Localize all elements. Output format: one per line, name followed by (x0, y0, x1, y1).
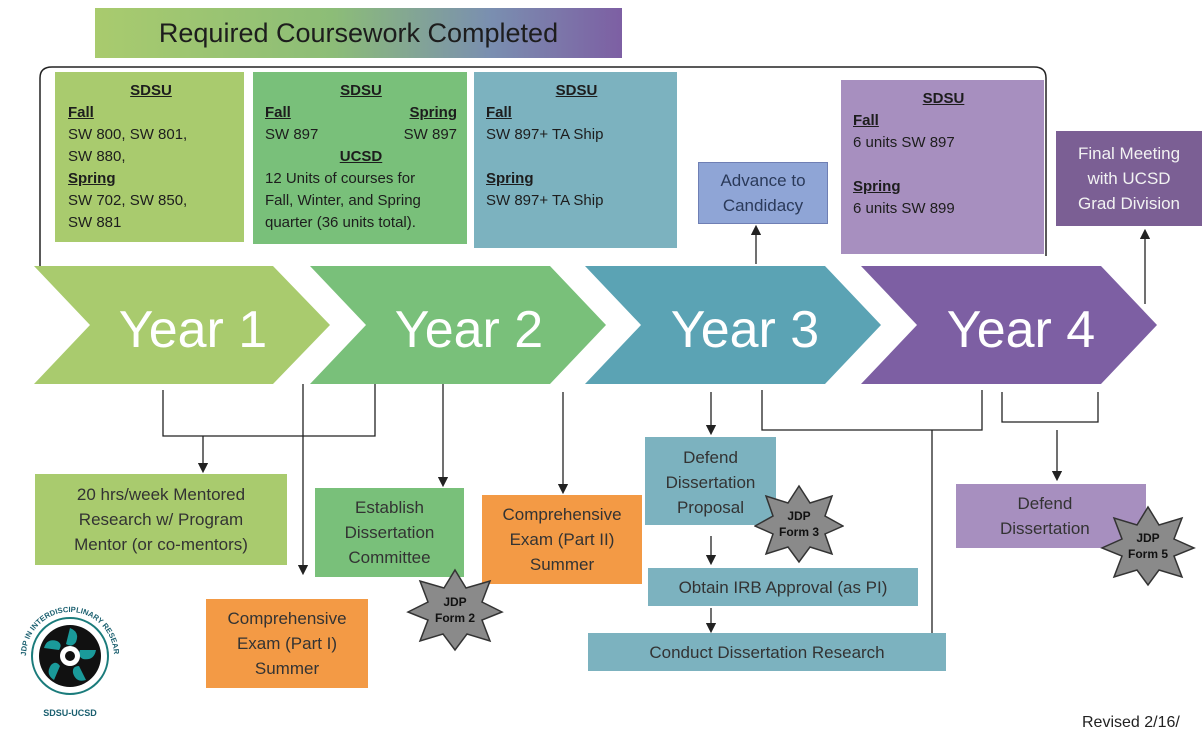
year2-ucsd-line: Fall, Winter, and Spring (265, 192, 421, 209)
year4-label: Year 4 (947, 301, 1095, 359)
box-line: Dissertation (665, 473, 756, 492)
year2-chevron (310, 266, 606, 384)
year2-fall-course: SW 897 (265, 126, 319, 143)
box-line: Comprehensive (227, 609, 347, 628)
box-line: Summer (529, 555, 595, 574)
year1-chevron (34, 266, 330, 384)
year3-heading: SDSU (555, 82, 598, 99)
year1-coursework-panel: SDSU Fall SW 800, SW 801, SW 880, Spring… (55, 72, 244, 242)
box-line: Defend (1017, 494, 1073, 513)
title-banner: Required Coursework Completed (95, 8, 622, 58)
jdp-form5-badge: JDP Form 5 (1100, 505, 1196, 587)
conduct-research-box: Conduct Dissertation Research (588, 633, 946, 671)
year2-label: Year 2 (395, 301, 543, 359)
badge-line2: Form 2 (435, 611, 475, 625)
year4-coursework-panel: SDSU Fall 6 units SW 897 Spring 6 units … (841, 80, 1044, 254)
year2-coursework-panel: SDSU Fall Spring SW 897 SW 897 UCSD 12 U… (253, 72, 467, 244)
jdp-logo: JDP IN INTERDISCIPLINARY RESEARCH ON SUB… (8, 586, 121, 718)
jdp-form3-badge: JDP Form 3 (754, 484, 844, 564)
box-line: Dissertation (1000, 519, 1090, 538)
year3-fall-label: Fall (486, 104, 512, 121)
box-line: Obtain IRB Approval (as PI) (678, 577, 888, 597)
badge-line2: Form 5 (1128, 547, 1168, 561)
year4-fall-course: 6 units SW 897 (853, 134, 955, 151)
badge-line1: JDP (787, 509, 810, 523)
year2-term-labels: Fall Spring (265, 102, 457, 124)
year2-ucsd-line: quarter (36 units total). (265, 214, 416, 231)
year1-fall-label: Fall (68, 104, 94, 121)
box-line: Mentor (or co-mentors) (74, 535, 248, 554)
box-line: Dissertation (344, 523, 435, 542)
year1-spring-label: Spring (68, 170, 116, 187)
year3-spring-course: SW 897+ TA Ship (486, 192, 604, 209)
year4-heading: SDSU (922, 90, 965, 107)
title-text: Required Coursework Completed (158, 17, 559, 48)
year4-spring-label: Spring (853, 178, 901, 195)
year2-ucsd-heading: UCSD (339, 148, 383, 165)
box-line: Proposal (676, 498, 745, 517)
box-line: Defend (683, 448, 738, 467)
box-line: Research w/ Program (78, 510, 244, 529)
box-line: Exam (Part II) (509, 530, 615, 549)
year4-spring-course: 6 units SW 899 (853, 200, 955, 217)
year2-spring-course: SW 897 (403, 126, 457, 143)
box-line: with UCSD (1087, 169, 1171, 188)
irb-approval-box: Obtain IRB Approval (as PI) (648, 568, 918, 606)
year1-spring-line: SW 881 (68, 214, 122, 231)
box-line: Advance to (720, 171, 806, 190)
year2-heading: SDSU (340, 82, 382, 99)
box-line: Comprehensive (502, 505, 622, 524)
year4-fall-label: Fall (853, 112, 879, 129)
jdp-form2-badge: JDP Form 2 (406, 568, 504, 652)
box-line: Exam (Part I) (236, 634, 338, 653)
badge-line1: JDP (443, 595, 466, 609)
year1-heading: SDSU (130, 82, 172, 99)
advance-to-candidacy-box: Advance to Candidacy (698, 162, 828, 224)
connector-y4 (1001, 392, 1099, 423)
year1-fall-line: SW 800, SW 801, (68, 126, 188, 143)
year3-fall-course: SW 897+ TA Ship (486, 126, 604, 143)
coursework-bracket (39, 66, 1047, 270)
year3-label: Year 3 (671, 301, 819, 359)
box-line: 20 hrs/week Mentored (76, 485, 246, 504)
year1-spring-line: SW 702, SW 850, (68, 192, 188, 209)
badge-line2: Form 3 (779, 525, 819, 539)
revised-date: Revised 2/16/ (1082, 714, 1180, 731)
box-line: Summer (254, 659, 320, 678)
box-line: Committee (348, 548, 431, 567)
year3-chevron (585, 266, 881, 384)
year1-fall-line: SW 880, (68, 148, 126, 165)
year3-spring-label: Spring (486, 170, 534, 187)
year2-spring-label: Spring (409, 104, 458, 121)
badge-line1: JDP (1136, 531, 1159, 545)
spacer (853, 154, 1034, 176)
connector-y3 (761, 390, 983, 431)
year2-ucsd-line: 12 Units of courses for (265, 170, 416, 187)
logo-bottom-text: SDSU-UCSD (43, 708, 97, 718)
year4-chevron (861, 266, 1157, 384)
year2-term-courses: SW 897 SW 897 (265, 124, 457, 146)
box-line: Final Meeting (1077, 144, 1181, 163)
box-line: Conduct Dissertation Research (649, 642, 885, 662)
year3-coursework-panel: SDSU Fall SW 897+ TA Ship Spring SW 897+… (474, 72, 677, 248)
box-line: Grad Division (1077, 194, 1181, 213)
final-meeting-box: Final Meeting with UCSD Grad Division (1056, 131, 1202, 226)
connector-y1 (162, 384, 376, 437)
logo-swirl-icon (44, 628, 96, 681)
year2-fall-label: Fall (265, 104, 291, 121)
spacer (486, 146, 667, 168)
box-line: Establish (355, 498, 424, 517)
year1-label: Year 1 (119, 301, 267, 359)
box-line: Candidacy (722, 196, 804, 215)
